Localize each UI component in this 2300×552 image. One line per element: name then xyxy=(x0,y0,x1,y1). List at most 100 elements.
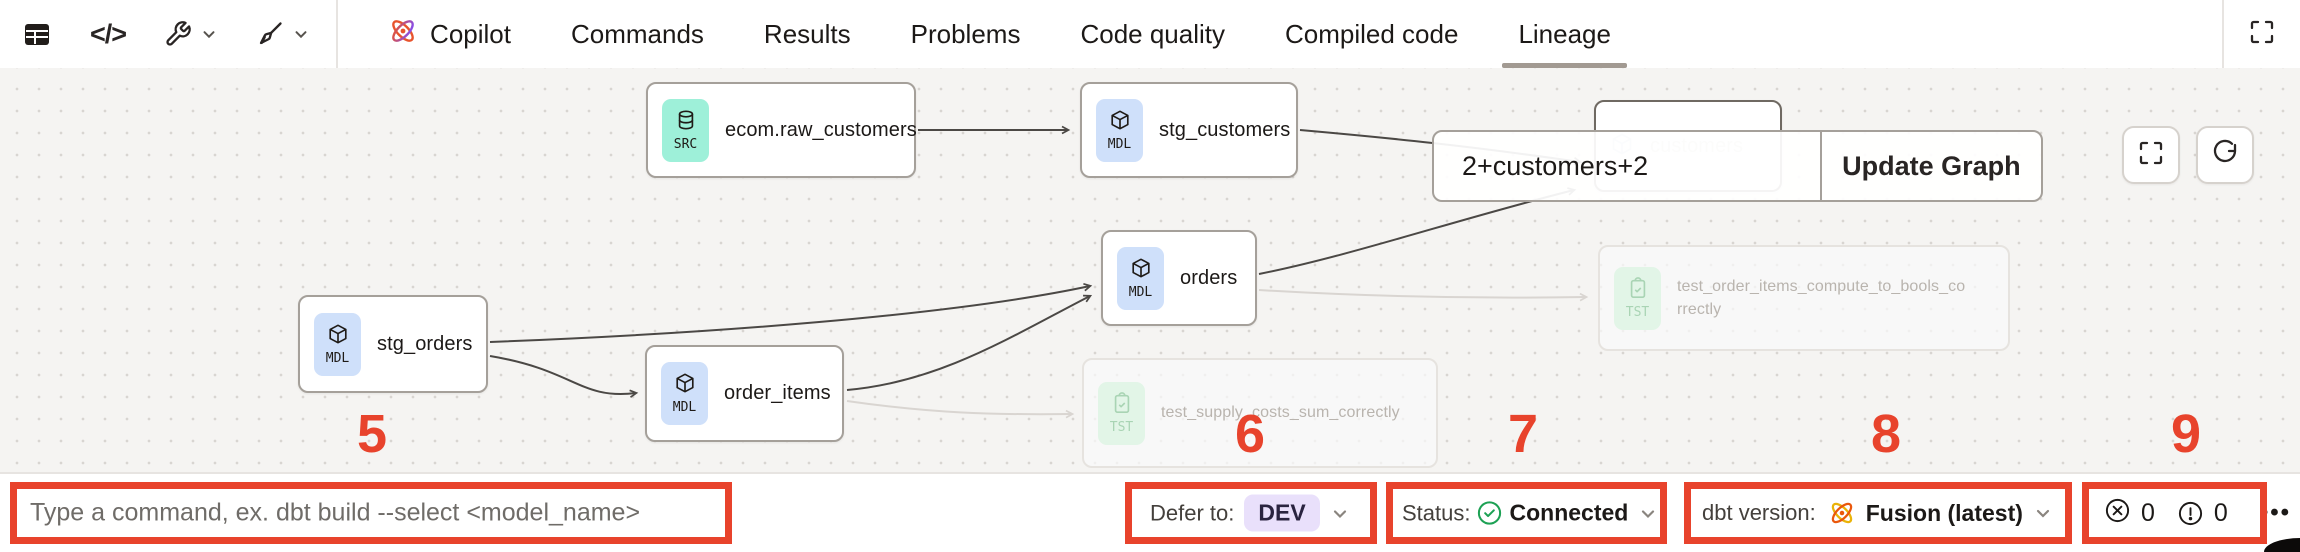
model-badge: MDL xyxy=(1117,246,1164,310)
badge-label: SRC xyxy=(673,136,698,152)
database-icon xyxy=(675,109,697,136)
code-view-button[interactable]: </> xyxy=(90,18,127,50)
lineage-graph-canvas[interactable]: SRC ecom.raw_customers MDL stg_customers… xyxy=(0,68,2300,472)
connection-status-selector[interactable]: Status: Connected xyxy=(1402,500,1658,527)
badge-label: MDL xyxy=(1128,284,1153,300)
expand-panel-button[interactable] xyxy=(2224,0,2300,68)
node-label: stg_customers xyxy=(1159,118,1291,141)
lineage-edges xyxy=(489,125,1589,419)
edge-orders-customers xyxy=(1258,187,1577,275)
copilot-logo-icon xyxy=(386,14,420,55)
node-order-items[interactable]: MDL order_items xyxy=(645,345,844,442)
node-orders[interactable]: MDL orders xyxy=(1101,230,1257,326)
tab-problems[interactable]: Problems xyxy=(911,0,1021,68)
node-label: test_supply_costs_sum_correctly xyxy=(1161,404,1400,422)
tab-code-quality[interactable]: Code quality xyxy=(1080,0,1225,68)
badge-label: TST xyxy=(1625,304,1650,320)
refresh-icon xyxy=(2211,139,2239,172)
status-value: Connected xyxy=(1509,499,1629,526)
edge-orders-testorderitems xyxy=(1258,289,1589,302)
edge-stgorders-orders xyxy=(489,283,1093,343)
edge-stgorders-orderitems xyxy=(489,355,639,398)
command-input[interactable] xyxy=(28,497,722,529)
tab-label: Results xyxy=(763,18,851,49)
toolbar-divider xyxy=(336,0,339,68)
tab-lineage[interactable]: Lineage xyxy=(1502,0,1627,68)
wrench-icon xyxy=(164,20,192,48)
error-circle-icon[interactable] xyxy=(2104,497,2131,529)
node-stg-customers[interactable]: MDL stg_customers xyxy=(1080,82,1298,178)
selector-input[interactable] xyxy=(1434,132,1820,200)
topbar-right xyxy=(2222,0,2300,68)
source-badge: SRC xyxy=(662,98,709,162)
badge-label: TST xyxy=(1109,419,1134,435)
cube-icon xyxy=(327,323,349,350)
node-label: orders xyxy=(1180,266,1238,289)
node-label: stg_orders xyxy=(377,332,473,355)
table-view-button[interactable] xyxy=(22,19,52,49)
badge-label: MDL xyxy=(325,350,350,366)
node-label: test_order_items_compute_to_bools_correc… xyxy=(1677,277,1966,318)
top-toolbar: </> xyxy=(0,0,2300,70)
panel-tabs: Copilot Commands Results Problems Code q… xyxy=(338,0,1627,68)
problem-counters: 0 0 ••• xyxy=(2104,497,2291,529)
node-label: ecom.raw_customers xyxy=(725,118,917,141)
error-count: 0 xyxy=(2141,498,2155,527)
toolbar-divider xyxy=(2222,0,2224,68)
tab-compiled-code[interactable]: Compiled code xyxy=(1285,0,1458,68)
check-circle-icon xyxy=(1476,500,1503,527)
warning-circle-icon[interactable] xyxy=(2177,500,2204,527)
model-badge: MDL xyxy=(314,312,361,376)
node-label: order_items xyxy=(724,382,831,404)
cleanup-tools-button[interactable] xyxy=(256,20,310,48)
cube-icon xyxy=(1130,257,1152,284)
cursor-artifact xyxy=(2264,538,2300,552)
fusion-logo-icon xyxy=(1826,497,1858,529)
fit-view-button[interactable] xyxy=(2122,126,2180,184)
tab-label: Problems xyxy=(910,18,1021,49)
tab-label: Lineage xyxy=(1518,18,1611,49)
refresh-graph-button[interactable] xyxy=(2196,126,2254,184)
update-graph-button[interactable]: Update Graph xyxy=(1822,132,2041,200)
tab-results[interactable]: Results xyxy=(764,0,851,68)
test-badge: TST xyxy=(1098,381,1145,445)
chevron-down-icon xyxy=(1638,503,1658,523)
broom-icon xyxy=(256,20,284,48)
chevron-down-icon xyxy=(2033,503,2053,523)
node-stg-orders[interactable]: MDL stg_orders xyxy=(298,295,488,393)
fit-view-icon xyxy=(2137,139,2165,172)
status-label: Status: xyxy=(1402,500,1471,525)
selector-divider xyxy=(1819,132,1822,200)
more-options-button[interactable]: ••• xyxy=(2259,499,2292,526)
node-test-supply-costs-sum-correctly[interactable]: TST test_supply_costs_sum_correctly xyxy=(1082,358,1438,468)
build-tools-button[interactable] xyxy=(164,20,218,48)
expand-icon xyxy=(2248,18,2276,51)
dbt-version-selector[interactable]: dbt version: Fusion (latest) xyxy=(1702,497,2053,529)
version-value: Fusion (latest) xyxy=(1865,499,2023,526)
model-badge: MDL xyxy=(661,362,708,425)
edge-orderitems-orders xyxy=(846,294,1093,391)
model-badge: MDL xyxy=(1096,98,1143,162)
status-bar: Defer to: DEV Status: Connected dbt vers… xyxy=(0,472,2300,552)
tab-copilot[interactable]: Copilot xyxy=(386,0,511,68)
defer-to-selector[interactable]: Defer to: DEV xyxy=(1150,494,1350,532)
warning-count: 0 xyxy=(2213,498,2228,527)
test-badge: TST xyxy=(1614,266,1661,330)
clipboard-check-icon xyxy=(1111,391,1133,419)
cube-icon xyxy=(674,372,696,399)
defer-env-pill: DEV xyxy=(1244,494,1320,532)
edge-orderitems-testsupply xyxy=(846,400,1075,419)
chevron-down-icon xyxy=(1330,503,1350,523)
tab-label: Compiled code xyxy=(1285,18,1459,49)
tab-label: Copilot xyxy=(430,18,511,49)
editor-tool-group: </> xyxy=(0,0,336,68)
graph-selector-bar: Update Graph xyxy=(1432,130,2043,202)
table-icon xyxy=(22,19,52,49)
node-test-order-items-compute-to-bools-correctly[interactable]: TST test_order_items_compute_to_bools_co… xyxy=(1598,245,2010,351)
code-icon: </> xyxy=(90,18,127,49)
badge-label: MDL xyxy=(672,400,697,415)
tab-label: Commands xyxy=(570,18,704,49)
defer-label: Defer to: xyxy=(1150,500,1235,525)
node-ecom-raw-customers[interactable]: SRC ecom.raw_customers xyxy=(646,82,917,178)
tab-commands[interactable]: Commands xyxy=(571,0,704,68)
